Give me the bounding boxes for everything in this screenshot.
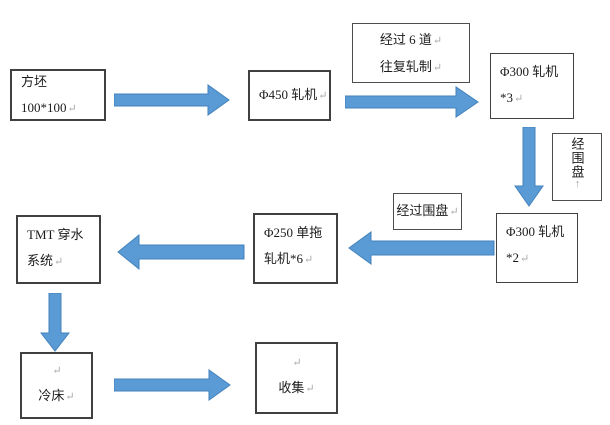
box-line: 轧机*6↵ (264, 251, 314, 266)
box-line: 冷床↵ (38, 388, 75, 403)
flow-box-mill300x2[interactable]: Φ300 轧机 *2↵ (496, 213, 578, 283)
right-arrow-icon (345, 86, 479, 118)
return-mark-icon: ↵ (67, 102, 77, 115)
flow-arrow-billet-to-mill450[interactable] (114, 84, 230, 116)
empty-line: ↵ (22, 358, 91, 383)
box-line: 收集↵ (278, 380, 315, 395)
return-mark-icon: ↵ (54, 256, 64, 268)
box-text: 方坯 100*100↵ (21, 73, 77, 115)
box-line: 系统↵ (27, 253, 64, 268)
right-arrow-icon (114, 369, 231, 401)
left-arrow-icon (117, 234, 245, 270)
flow-box-mill300x3[interactable]: Φ300 轧机 *3↵ (490, 53, 574, 119)
return-mark-icon: ↵ (304, 254, 314, 266)
box-line: TMT 穿水 (27, 227, 84, 242)
return-mark-icon: ↵ (65, 391, 75, 403)
return-mark-icon: ↵ (449, 206, 459, 218)
return-mark-icon: ↵ (52, 365, 62, 377)
return-mark-icon: ↵ (514, 93, 524, 105)
box-line: Φ300 轧机 (506, 224, 565, 239)
flow-arrow-cooling-bed-to-collection[interactable] (114, 369, 231, 401)
return-mark-icon: ↵ (432, 35, 443, 47)
flow-arrow-mill300x3-to-mill300x2[interactable] (514, 127, 544, 207)
flow-box-cooling-bed[interactable]: ↵ 冷床↵ (20, 352, 93, 419)
vertical-return-mark-icon: ↑ (574, 178, 581, 190)
left-arrow-icon (348, 231, 495, 265)
right-arrow-icon (114, 84, 230, 116)
box-line: Φ250 单拖 (264, 225, 323, 240)
note-line: 经过 6 道↵ (379, 32, 443, 47)
flow-note-coil-plate-vertical[interactable]: 经围盘 ↑ (552, 133, 602, 201)
return-mark-icon: ↵ (520, 253, 530, 265)
return-mark-icon: ↵ (305, 383, 315, 395)
down-arrow-icon (40, 293, 70, 352)
flow-note-via-coil-plate[interactable]: 经过围盘↵ (393, 193, 462, 230)
return-mark-icon: ↵ (292, 357, 302, 369)
return-mark-icon: ↵ (432, 62, 443, 74)
flow-box-mill450[interactable]: Φ450 轧机↵ (248, 70, 331, 121)
box-line: *3↵ (500, 90, 524, 105)
empty-line: ↵ (257, 350, 336, 375)
down-arrow-icon (514, 127, 544, 207)
flow-box-collection[interactable]: ↵ 收集↵ (255, 342, 338, 414)
return-mark-icon: ↵ (318, 90, 328, 102)
flow-box-mill250[interactable]: Φ250 单拖 轧机*6↵ (253, 213, 338, 284)
flow-box-billet[interactable]: 方坯 100*100↵ (10, 69, 106, 121)
note-text: 经过围盘↵ (396, 203, 459, 218)
note-vertical-text: 经围盘 (569, 137, 585, 179)
flow-arrow-mill300x2-to-mill250[interactable] (348, 231, 495, 265)
flow-box-tmt-water-system[interactable]: TMT 穿水 系统↵ (16, 215, 101, 284)
flow-arrow-mill250-to-tmt[interactable] (117, 234, 245, 270)
box-line: Φ300 轧机 (500, 64, 559, 79)
note-line: 往复轧制↵ (379, 59, 443, 74)
flow-note-six-passes[interactable]: 经过 6 道↵ 往复轧制↵ (352, 23, 470, 83)
flow-arrow-mill450-to-mill300x3[interactable] (345, 86, 479, 118)
box-text: Φ450 轧机↵ (259, 87, 328, 102)
flow-arrow-tmt-to-cooling-bed[interactable] (40, 293, 70, 352)
box-line: *2↵ (506, 250, 530, 265)
